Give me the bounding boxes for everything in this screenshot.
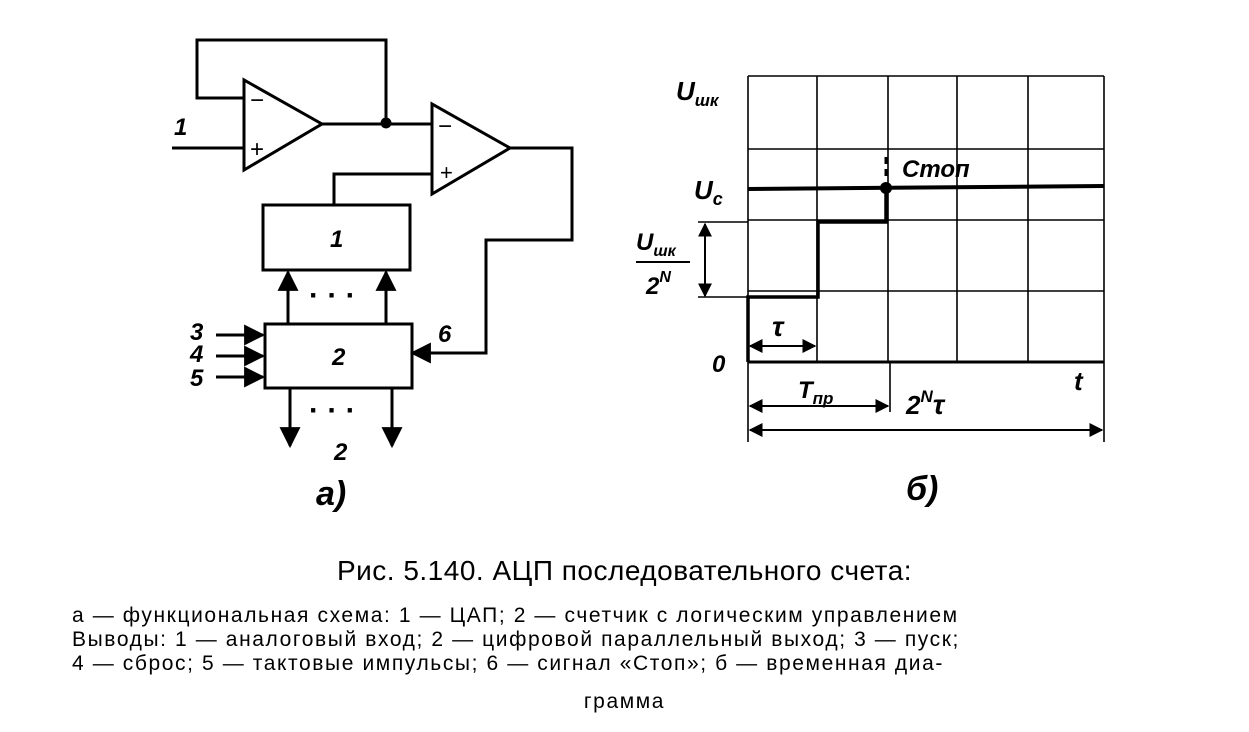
panel-b-label: б) <box>906 470 938 508</box>
opamp1-minus: − <box>250 87 264 114</box>
tau-label: τ <box>772 311 785 342</box>
opamp1-plus: + <box>250 136 264 163</box>
step-numerator-label: Uшк <box>636 229 677 260</box>
pin-6-label: 6 <box>438 321 452 348</box>
u-compare-label: Uс <box>694 175 723 209</box>
opamp-buffer <box>242 77 326 173</box>
block-dac <box>261 203 412 272</box>
timing-traces <box>698 157 1105 437</box>
stop-label: Стоп <box>902 156 970 183</box>
counter-block-label: 2 <box>331 344 346 371</box>
opamp-comparator <box>430 101 514 197</box>
full-time-label: 2Nτ <box>905 387 946 420</box>
output-2-label: 2 <box>333 439 348 466</box>
time-axis-label: t <box>1074 366 1084 396</box>
caption-line-1: а — функциональная схема: 1 — ЦАП; 2 — с… <box>72 604 959 627</box>
opamp2-plus: + <box>440 160 453 185</box>
step-denominator-label: 2N <box>645 269 671 300</box>
pin-3-label: 3 <box>190 319 204 346</box>
schematic-a <box>172 38 574 449</box>
input-1-label: 1 <box>174 114 187 141</box>
staircase-dac-output <box>746 189 888 362</box>
origin-label: 0 <box>712 351 726 378</box>
stop-point <box>880 182 892 194</box>
junction-dot <box>380 117 392 129</box>
pin-4-label: 4 <box>189 341 203 368</box>
timing-grid <box>747 75 1105 442</box>
caption-line-3: 4 — сброс; 5 — тактовые импульсы; 6 — си… <box>72 652 944 675</box>
u-full-scale-label: Uшк <box>676 76 720 110</box>
figure-title: Рис. 5.140. АЦП последовательного счета: <box>336 555 913 586</box>
buffer-feedback-wire <box>195 38 388 124</box>
dac-block-label: 1 <box>330 226 343 253</box>
timing-text: Uшк Uс Uшк 2N 0 Стоп τ Tпр 2Nτ t б) <box>636 76 1084 508</box>
stop-signal-wire <box>409 146 574 364</box>
bus-dots-bottom: · · · <box>309 394 356 427</box>
dac-output-wire <box>332 172 432 205</box>
t-conv-label: Tпр <box>798 377 833 408</box>
caption-line-4: грамма <box>583 690 666 713</box>
reference-level-uc <box>747 184 1105 191</box>
bus-dots-top: · · · <box>309 279 356 312</box>
schematic-a-text: − + − + 1 1 2 · · · · · · 3 4 5 6 2 а) <box>174 87 453 513</box>
panel-a-label: а) <box>316 475 346 513</box>
figure-canvas: − + − + 1 1 2 · · · · · · 3 4 5 6 2 а) <box>172 38 1105 513</box>
caption-line-2: Выводы: 1 — аналоговый вход; 2 — цифрово… <box>72 628 960 651</box>
opamp2-minus: − <box>438 113 452 140</box>
pin-5-label: 5 <box>190 365 204 392</box>
